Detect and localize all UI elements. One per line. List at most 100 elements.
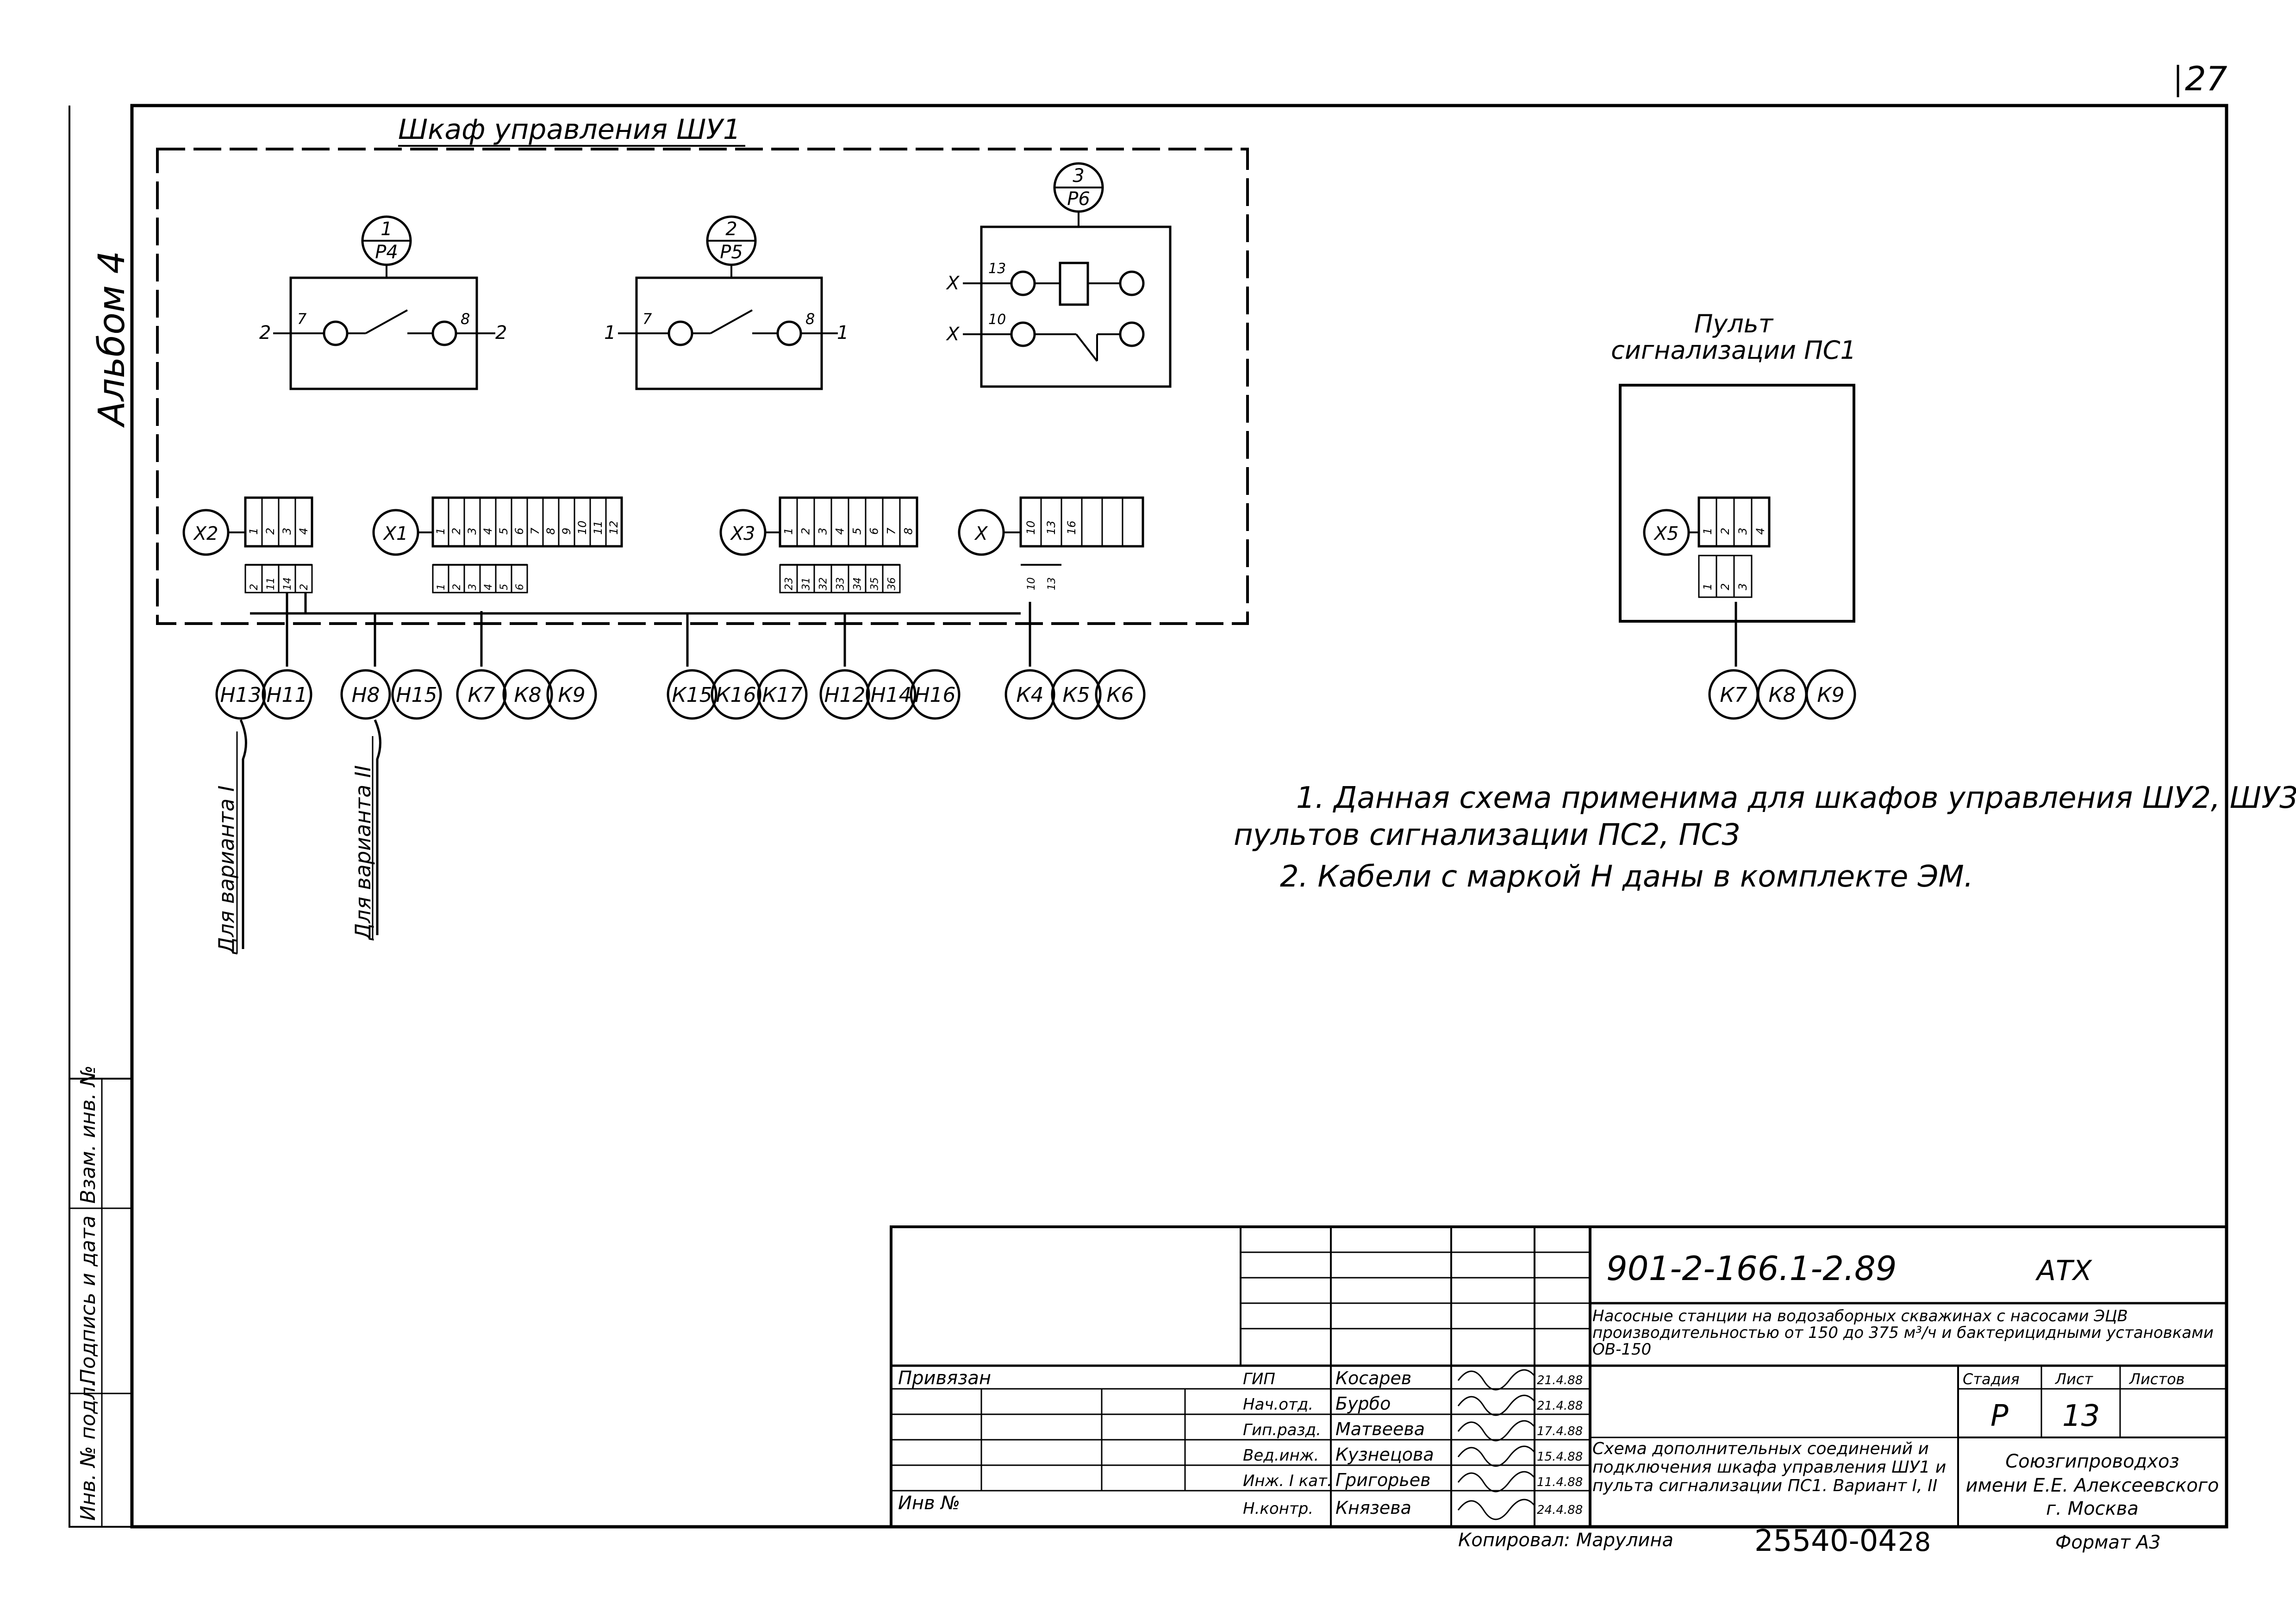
svg-text:Н13: Н13 [220, 683, 261, 707]
cable-marker: К9 [546, 669, 597, 720]
variant-2-label: Для варианта II [350, 765, 375, 941]
cable-marker: К7 [456, 669, 507, 720]
terminal-number: 9 [560, 528, 573, 535]
cable-marker: К15 [667, 669, 718, 720]
terminal-number: 3 [466, 528, 479, 535]
wire-number: 2 [299, 584, 310, 590]
svg-text:К8: К8 [1768, 683, 1796, 707]
signer-name: Бурбо [1335, 1393, 1391, 1414]
wire-number: 32 [818, 577, 830, 590]
svg-text:2: 2 [495, 322, 507, 344]
album-label: Альбом 4 [91, 251, 133, 428]
sheet-header: Лист [2055, 1370, 2093, 1388]
variant-1-label: Для варианта I [214, 786, 239, 955]
console-title-line1: Пульт [1694, 309, 1774, 338]
svg-text:2: 2 [725, 219, 737, 240]
svg-text:2: 2 [259, 322, 271, 344]
note-1: 1. Данная схема применима для шкафов упр… [1296, 781, 2296, 815]
terminal-number: 1 [782, 528, 795, 535]
doc-mark: АТХ [2035, 1255, 2093, 1287]
side-stamp: Инв. № подл. Подпись и дата Взам. инв. № [69, 1065, 133, 1528]
relay-device-3: 3 Р6 X X 13 10 [946, 162, 1172, 388]
wire-number: 35 [869, 577, 881, 590]
signer-role: Нач.отд. [1243, 1395, 1313, 1414]
signer-date: 24.4.88 [1537, 1503, 1583, 1517]
svg-text:Р6: Р6 [1067, 188, 1090, 210]
terminal-number: 16 [1065, 520, 1078, 535]
terminal-number: 4 [297, 528, 310, 535]
svg-text:Р4: Р4 [375, 242, 398, 263]
wire-number: 4 [483, 584, 494, 590]
svg-text:13: 13 [988, 261, 1006, 277]
svg-text:Н8: Н8 [351, 683, 380, 707]
org-line-2: имени Е.Е. Алексеевского [1966, 1475, 2219, 1496]
block-label: X [974, 523, 988, 544]
terminal-number: 1 [247, 528, 260, 535]
console-title-line2: сигнализации ПС1 [1611, 336, 1856, 365]
svg-text:10: 10 [988, 312, 1006, 328]
wire-number: 6 [514, 584, 526, 590]
signer-name: Григорьев [1335, 1470, 1431, 1490]
wire-number: 14 [282, 577, 293, 590]
signer-role: Вед.инж. [1243, 1446, 1319, 1465]
sheet-description: Схема дополнительных соединений и подклю… [1592, 1440, 1947, 1495]
cabinet-title: Шкаф управления ШУ1 [398, 113, 741, 146]
archive-number: 25540-04 [1754, 1524, 1897, 1558]
format-label: Формат А3 [2055, 1532, 2161, 1553]
svg-text:1: 1 [604, 322, 616, 344]
relay-device-2: 2 Р5 1 1 7 8 [604, 215, 849, 390]
terminal-number: 12 [607, 520, 620, 535]
terminal-number: 10 [1024, 520, 1037, 535]
svg-text:7: 7 [643, 310, 652, 328]
svg-text:Р5: Р5 [720, 242, 743, 263]
cable-marker: Н14 [866, 669, 917, 720]
terminal-number: 8 [902, 528, 915, 535]
cable-marker: Н11 [262, 669, 312, 720]
svg-text:К16: К16 [716, 683, 756, 707]
wire-number: 33 [835, 577, 847, 590]
signer-date: 21.4.88 [1537, 1374, 1583, 1387]
cable-marker: Н12 [819, 669, 870, 720]
terminal-number: 6 [868, 528, 881, 535]
stamp-vzam-inv: Взам. инв. № [76, 1065, 100, 1204]
svg-text:3: 3 [1736, 583, 1749, 590]
svg-text:К8: К8 [514, 683, 541, 707]
svg-text:К17: К17 [762, 683, 802, 707]
signer-name: Князева [1335, 1498, 1411, 1518]
note-2: 2. Кабели с маркой Н даны в комплекте ЭМ… [1280, 860, 1973, 894]
cable-marker: Н13 [215, 669, 266, 720]
signer-name: Матвеева [1335, 1419, 1425, 1439]
cable-marker: Н15 [391, 669, 442, 720]
svg-text:Н15: Н15 [396, 683, 437, 707]
cable-marker: К6 [1095, 669, 1146, 720]
stamp-podpis-data: Подпись и дата [76, 1216, 100, 1384]
note-1-cont: пультов сигнализации ПС2, ПС3 [1234, 818, 1741, 852]
svg-text:1: 1 [381, 219, 392, 240]
wire-number: 3 [467, 584, 479, 590]
svg-text:2: 2 [1719, 583, 1732, 590]
svg-text:К9: К9 [1817, 683, 1844, 707]
svg-text:К15: К15 [672, 683, 712, 707]
stage-value: Р [1990, 1399, 2009, 1433]
svg-text:2: 2 [1719, 528, 1732, 535]
wire-number: 34 [852, 577, 864, 590]
svg-text:X: X [946, 273, 960, 294]
cable-marker: Н16 [910, 669, 961, 720]
wire-number: 11 [265, 577, 277, 590]
inv-no-label: Инв № [898, 1493, 960, 1514]
cable-marker: К4 [1004, 669, 1055, 720]
terminal-number: 2 [264, 528, 277, 535]
block-label: X3 [730, 523, 755, 544]
terminal-number: 7 [885, 527, 898, 535]
variant-leaders: Для варианта I Для варианта II [214, 719, 381, 955]
svg-text:3: 3 [1736, 528, 1749, 535]
cable-marker: К8 [502, 669, 553, 720]
svg-text:3: 3 [1073, 165, 1084, 187]
